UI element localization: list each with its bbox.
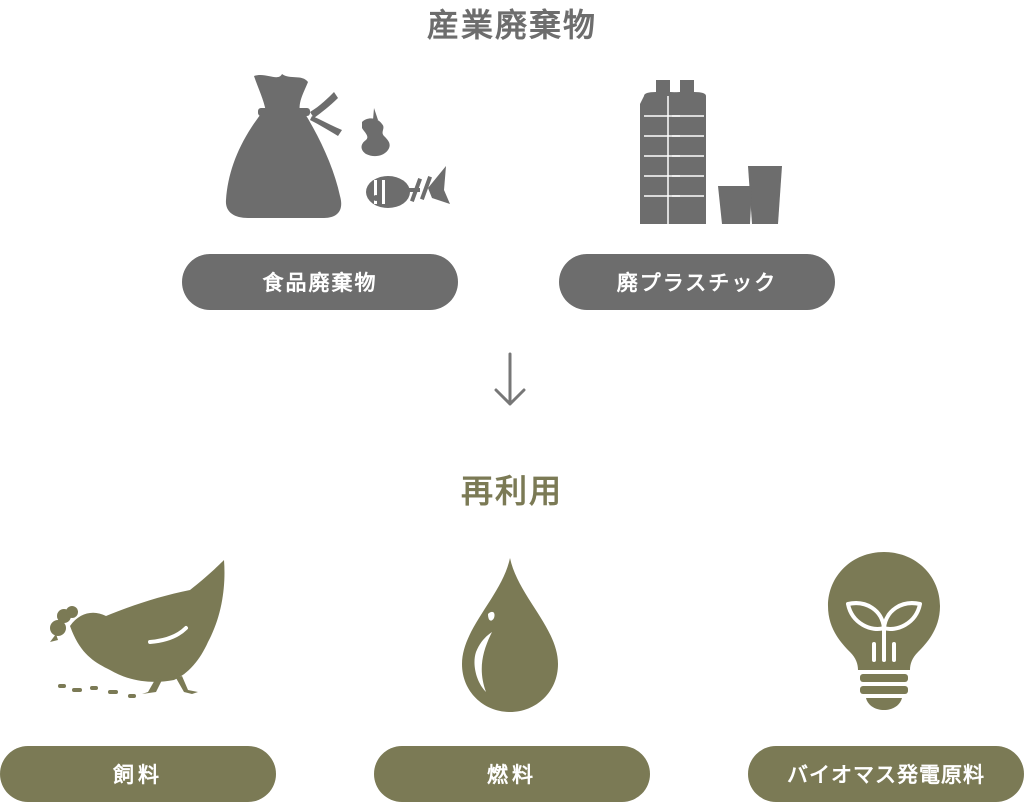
food-waste-pill: 食品廃棄物 [182, 254, 458, 310]
waste-plastic-pill: 廃プラスチック [559, 254, 835, 310]
feed-label: 飼料 [113, 763, 163, 787]
food-waste-icon [225, 74, 450, 218]
industrial-waste-heading: 産業廃棄物 [426, 6, 597, 44]
biomass-label: バイオマス発電原料 [787, 763, 985, 787]
fuel-drop-icon [462, 558, 558, 712]
food-waste-label: 食品廃棄物 [262, 271, 378, 295]
biomass-pill: バイオマス発電原料 [748, 746, 1024, 802]
lightbulb-sprout-icon [828, 552, 940, 710]
feed-pill: 飼料 [0, 746, 276, 802]
chicken-icon [50, 560, 225, 698]
fuel-pill: 燃料 [374, 746, 650, 802]
down-arrow-icon [494, 352, 526, 406]
fuel-label: 燃料 [487, 763, 537, 787]
reuse-heading: 再利用 [460, 472, 563, 510]
plastic-bottles-icon [640, 80, 782, 224]
waste-plastic-label: 廃プラスチック [616, 271, 778, 295]
